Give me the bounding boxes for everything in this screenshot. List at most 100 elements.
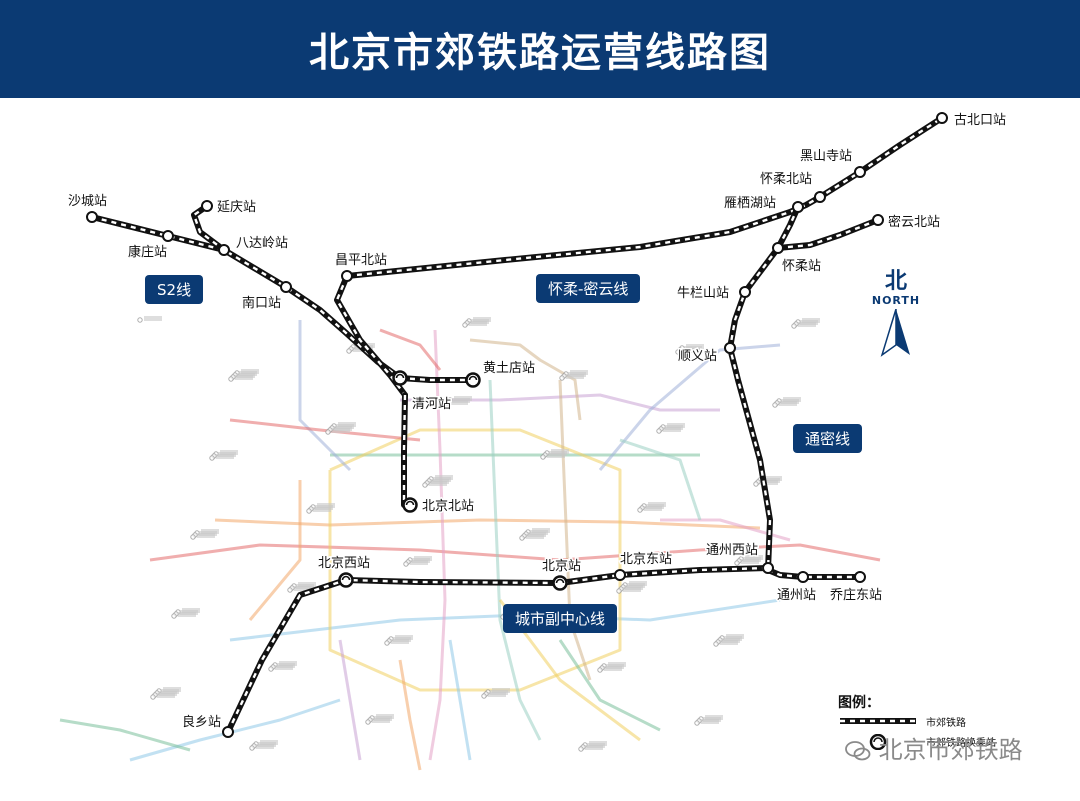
map-canvas: 沙城站延庆站康庄站八达岭站南口站昌平北站黄土店站清河站北京北站北京西站北京站北京… (59, 112, 1008, 771)
station-shacheng-marker (86, 211, 98, 223)
metro-line (214, 518, 761, 530)
metro-station-label (644, 506, 662, 511)
metro-station-label (410, 560, 428, 565)
metro-station-label (216, 454, 234, 459)
metro-station-dot (481, 693, 487, 699)
station-label-changping_bei: 昌平北站 (335, 253, 387, 268)
metro-line (338, 639, 362, 761)
metro-station-label (760, 480, 778, 485)
metro-line (298, 320, 352, 472)
rail-line-huairou_miyun (344, 115, 945, 279)
compass-north-word: NORTH (871, 294, 921, 307)
metro-station-dot (713, 641, 719, 647)
metro-station-label (157, 693, 175, 698)
metro-station-label (547, 453, 565, 458)
metro-station-dot (228, 376, 234, 382)
station-tongzhou-marker (797, 571, 809, 583)
station-beijing_bei-interchange-marker (402, 497, 418, 513)
rail-line-dash-sub_center (226, 566, 769, 733)
compass-north-char: 北 (884, 269, 907, 294)
station-changping_bei-marker (341, 270, 353, 282)
rail-line-dash-huairou_miyun (346, 116, 943, 278)
station-qinghe-interchange-marker (392, 370, 408, 386)
metro-station-dot (675, 349, 681, 355)
metro-station-label (741, 559, 759, 564)
metro-station-dot (791, 323, 797, 329)
legend-label-suburban-rail: 市郊铁路 (926, 718, 966, 729)
metro-station-label (469, 321, 487, 326)
metro-network-background (59, 316, 881, 771)
station-huairou-marker (772, 242, 784, 254)
north-compass: 北 NORTH (866, 270, 926, 362)
metro-station-label (429, 481, 447, 486)
metro-line (558, 639, 661, 732)
line-badge-huairou-miyun: 怀柔-密云线 (536, 274, 641, 303)
rail-map: 沙城站延庆站康庄站八达岭站南口站昌平北站黄土店站清河站北京北站北京西站北京站北京… (0, 98, 1080, 797)
legend-label-interchange: 市郊铁路换乘站 (926, 738, 996, 749)
legend-row-suburban-rail: 市郊铁路 (838, 714, 1068, 729)
metro-station-label (144, 316, 162, 321)
metro-line (398, 659, 422, 771)
metro-line (469, 338, 582, 421)
metro-station-label (275, 665, 293, 670)
metro-station-dot (597, 667, 603, 673)
line-badge-tongmi: 通密线 (793, 424, 863, 453)
metro-station-dot (209, 455, 215, 461)
compass-arrow-icon (880, 309, 910, 357)
metro-station-label (391, 639, 409, 644)
station-label-shacheng: 沙城站 (68, 194, 107, 209)
metro-station-label (294, 586, 312, 591)
station-label-nankou: 南口站 (242, 295, 281, 311)
rail-line-dash-yanqing (192, 205, 225, 251)
metro-station-dot (578, 746, 584, 752)
metro-station-label (197, 533, 215, 538)
station-label-tongzhou_xi: 通州西站 (706, 543, 758, 558)
station-label-beijing_xi: 北京西站 (318, 556, 370, 571)
metro-station-dot (462, 322, 468, 328)
station-yanqing-marker (201, 200, 213, 212)
metro-station-dot (694, 720, 700, 726)
line-badge-sub-center: 城市副中心线 (503, 604, 618, 633)
metro-station-dot (443, 401, 449, 407)
station-beijing_xi-interchange-marker (338, 572, 354, 588)
station-shunyi-marker (724, 342, 736, 354)
station-beijing-interchange-marker (552, 575, 568, 591)
metro-station-dot (287, 587, 293, 593)
metro-line (448, 639, 472, 761)
station-label-huairou: 怀柔站 (782, 259, 821, 274)
watermark-text: 北京市郊铁路 (878, 736, 1023, 764)
station-beijing_dong-marker (614, 569, 626, 581)
metro-line (488, 379, 542, 741)
station-label-gubeikou: 古北口站 (954, 113, 1006, 128)
rail-line-dash-miyun (777, 218, 879, 250)
metro-station-dot (365, 719, 371, 725)
metro-station-label (332, 428, 350, 433)
page-title: 北京市郊铁路运营线路图 (309, 30, 771, 76)
metro-station-dot (346, 348, 352, 354)
station-label-beijing_bei: 北京北站 (422, 499, 474, 514)
legend-row-interchange: 市郊铁路换乘站 (838, 734, 1068, 750)
station-qiaozhuang_dong-marker (854, 571, 866, 583)
metro-line (248, 480, 302, 621)
metro-station-dot (325, 429, 331, 435)
station-kangzhuang-marker (162, 230, 174, 242)
metro-station-dot (734, 560, 740, 566)
metro-station-label (566, 374, 584, 379)
station-label-tongzhou: 通州站 (777, 588, 816, 603)
station-beijing-interchange-glyph (555, 578, 565, 584)
header-bar: 北京市郊铁路运营线路图 (0, 0, 1080, 98)
metro-station-label (604, 666, 622, 671)
station-qinghe-interchange-glyph (395, 373, 405, 379)
metro-station-dot (772, 402, 778, 408)
metro-station-label (178, 612, 196, 617)
station-liangxiang-marker (222, 726, 234, 738)
metro-station-label (663, 427, 681, 432)
metro-station-dot (171, 613, 177, 619)
rail-line-dash-changping (335, 275, 406, 396)
metro-station-dot (384, 640, 390, 646)
metro-station-dot (403, 561, 409, 567)
metro-station-dot (656, 428, 662, 434)
station-huairou_bei-marker (814, 191, 826, 203)
metro-station-label (585, 745, 603, 750)
station-huangtudian-interchange-glyph (468, 375, 478, 381)
